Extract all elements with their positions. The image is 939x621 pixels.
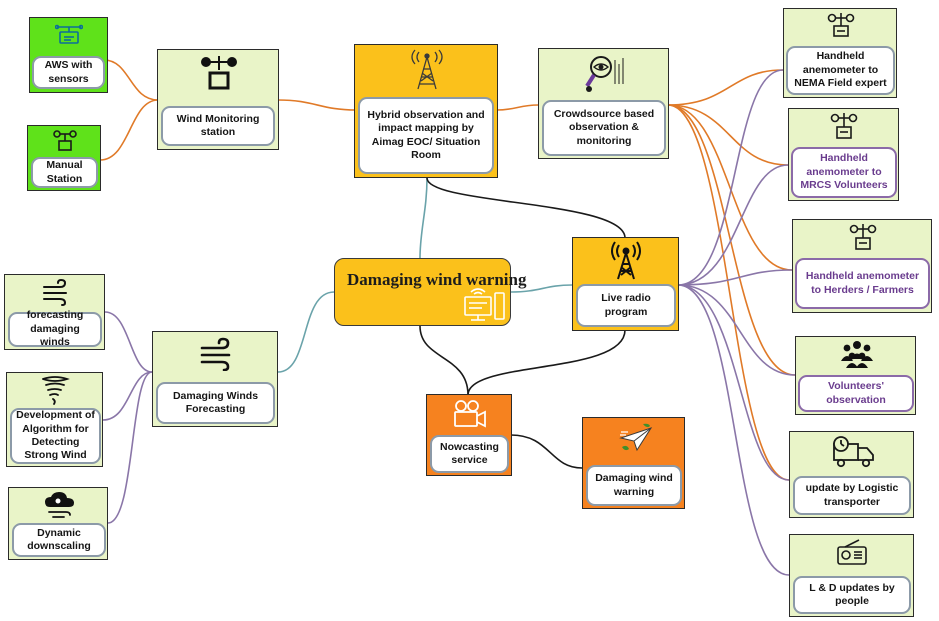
anemometer-icon <box>53 130 77 151</box>
node-volunteers-label: Volunteers' observation <box>798 375 914 412</box>
node-aws[interactable]: AWS with sensors <box>29 17 108 93</box>
node-live-radio-label: Live radio program <box>576 284 676 327</box>
link-radio-herders <box>677 269 793 286</box>
node-herders-label: Handheld anemometer to Herders / Farmers <box>795 258 930 309</box>
node-hybrid[interactable]: Hybrid observation and impact mapping by… <box>354 44 498 178</box>
node-crowdsource[interactable]: Crowdsource based observation & monitori… <box>538 48 669 159</box>
node-algorithm-label: Development of Algorithm for Detecting S… <box>10 408 101 464</box>
node-dw-warning[interactable]: Damaging wind warning <box>582 417 685 509</box>
sensor-device-icon <box>55 24 83 44</box>
link-crowdsource-mrcs <box>667 104 789 166</box>
node-aws-label: AWS with sensors <box>32 56 105 89</box>
node-volunteers[interactable]: Volunteers' observation <box>795 336 916 415</box>
people-group-icon <box>841 341 873 368</box>
anemometer-icon <box>830 113 858 139</box>
link-crowdsource-logistic <box>667 104 790 481</box>
link-radio-logistic <box>677 284 790 481</box>
node-ld-updates[interactable]: L & D updates by people <box>789 534 914 617</box>
node-ld-updates-label: L & D updates by people <box>793 576 911 614</box>
link-crowdsource-nema <box>667 69 784 106</box>
link-dwf-central <box>277 291 335 373</box>
node-downscaling[interactable]: Dynamic downscaling <box>8 487 108 560</box>
node-manual-label: Manual Station <box>31 157 98 188</box>
link-radio-nema <box>677 69 784 286</box>
weather-station-computer-icon <box>464 288 505 321</box>
paper-plane-icon <box>619 423 653 452</box>
link-hybrid-radio <box>426 177 626 239</box>
radio-tower-icon <box>411 49 443 90</box>
node-dw-forecasting[interactable]: Damaging Winds Forecasting <box>152 331 278 427</box>
link-aws-wind-monitoring <box>103 59 159 101</box>
link-downscaling-dwf <box>107 371 153 524</box>
anemometer-icon <box>827 13 855 37</box>
node-manual[interactable]: Manual Station <box>27 125 101 191</box>
anemometer-icon <box>201 56 237 90</box>
node-hybrid-label: Hybrid observation and impact mapping by… <box>358 97 494 174</box>
node-crowdsource-label: Crowdsource based observation & monitori… <box>542 100 666 156</box>
node-forecasting-label: forecasting damaging winds <box>8 309 102 348</box>
node-downscaling-label: Dynamic downscaling <box>12 523 106 557</box>
node-dw-warning-label: Damaging wind warning <box>586 465 682 506</box>
node-logistic[interactable]: update by Logistic transporter <box>789 431 914 518</box>
tornado-icon <box>42 376 70 405</box>
node-mrcs[interactable]: Handheld anemometer to MRCS Volunteers <box>788 108 899 201</box>
link-central-hybrid <box>419 177 428 259</box>
link-hybrid-crowdsource <box>496 104 539 111</box>
wind-icon <box>200 337 231 371</box>
node-forecasting[interactable]: forecasting damaging winds <box>4 274 105 350</box>
node-algorithm[interactable]: Development of Algorithm for Detecting S… <box>6 372 103 467</box>
radio-tower-icon <box>611 241 641 280</box>
link-wind-monitoring-hybrid <box>277 99 357 111</box>
central-topic[interactable]: Damaging wind warning <box>334 258 526 326</box>
cloud-wind-icon <box>45 492 74 518</box>
node-mrcs-label: Handheld anemometer to MRCS Volunteers <box>791 147 897 198</box>
link-algorithm-dwf <box>102 371 153 421</box>
link-manual-wind-monitoring <box>99 99 159 161</box>
node-dw-forecasting-label: Damaging Winds Forecasting <box>156 382 275 424</box>
link-radio-ld-updates <box>677 284 790 576</box>
node-wind-monitoring-label: Wind Monitoring station <box>161 106 275 146</box>
radio-icon <box>837 539 867 565</box>
node-nema[interactable]: Handheld anemometer to NEMA Field expert <box>783 8 897 98</box>
anemometer-icon <box>849 224 877 250</box>
wind-icon <box>43 278 67 306</box>
central-topic-label: Damaging wind warning <box>347 270 527 289</box>
magnifier-eye-icon <box>585 56 624 92</box>
link-radio-mrcs <box>677 164 789 286</box>
node-live-radio[interactable]: Live radio program <box>572 237 679 331</box>
delivery-truck-icon <box>833 436 874 468</box>
link-central-radio <box>510 284 573 293</box>
link-radio-nowcasting <box>467 329 626 396</box>
link-forecasting-dwf <box>104 311 153 373</box>
node-logistic-label: update by Logistic transporter <box>793 476 911 515</box>
link-nowcasting-dwwarning <box>510 434 583 469</box>
link-central-nowcasting <box>419 325 469 396</box>
link-crowdsource-herders <box>667 104 793 271</box>
node-nema-label: Handheld anemometer to NEMA Field expert <box>786 46 895 95</box>
node-wind-monitoring[interactable]: Wind Monitoring station <box>157 49 279 150</box>
link-radio-volunteers <box>677 284 796 376</box>
video-camera-icon <box>454 400 486 428</box>
node-nowcasting[interactable]: Nowcasting service <box>426 394 512 476</box>
node-herders[interactable]: Handheld anemometer to Herders / Farmers <box>792 219 932 313</box>
node-nowcasting-label: Nowcasting service <box>430 435 509 473</box>
